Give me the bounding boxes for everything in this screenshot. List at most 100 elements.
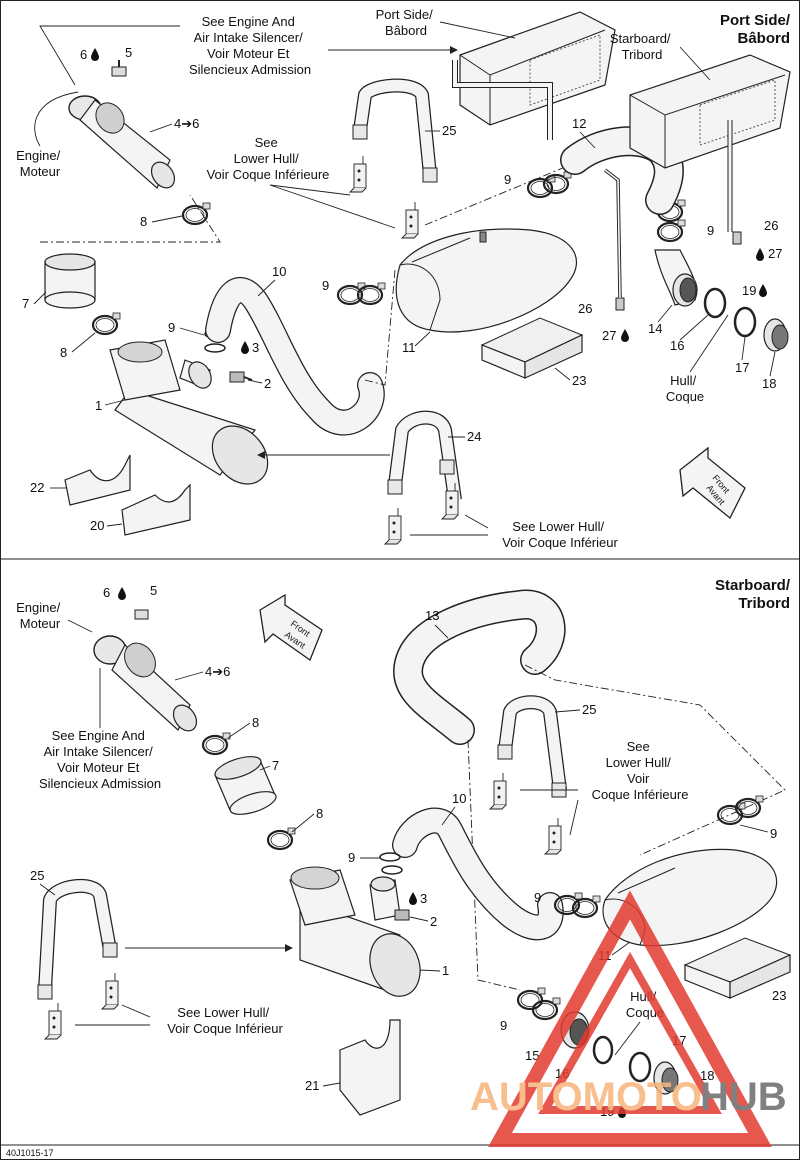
top-callout-7: 7 (22, 296, 29, 311)
top-centerline-3 (424, 164, 571, 226)
part-3-sealant-drop-bottom (409, 892, 417, 905)
bottom-callout-3: 3 (420, 891, 427, 906)
bottom-callout-23: 23 (772, 988, 786, 1003)
bottom-callout-21: 21 (305, 1078, 319, 1093)
part-2-fitting (229, 371, 253, 383)
top-engine-starboard (629, 54, 791, 169)
bottom-callout-2: 2 (430, 914, 437, 929)
bottom-callout-9a: 9 (348, 850, 355, 865)
part-1-muffler-bottom (289, 866, 421, 997)
top-callout-9b: 9 (322, 278, 329, 293)
part-23-foam-block-bottom (683, 937, 792, 999)
top-callout-6: 6 (80, 47, 87, 62)
bottom-callout-8a: 8 (252, 715, 259, 730)
top-see-lower-hull-note-1: See Lower Hull/ Voir Coque Inférieure (207, 135, 330, 182)
top-callout-8b: 8 (60, 345, 67, 360)
part-4-exhaust-outlet (68, 95, 176, 189)
bottom-callout-9b: 9 (534, 890, 541, 905)
bottom-see-lower-hull-leader-1 (520, 789, 579, 836)
bottom-callout-8b: 8 (316, 806, 323, 821)
part-6-sealant-drop (91, 48, 99, 61)
part-18-outlet-nut-bottom (653, 1061, 679, 1095)
top-engine-port (459, 11, 616, 126)
part-1-muffler (109, 339, 269, 485)
part-9-clamp-bottom-e (516, 986, 547, 1011)
part-3-sealant-drop (241, 341, 249, 354)
bottom-callout-10: 10 (452, 791, 466, 806)
top-callout-20: 20 (90, 518, 104, 533)
part-16-gasket-bottom (592, 1035, 614, 1065)
part-16-gasket (703, 287, 727, 319)
top-see-engine-note: See Engine And Air Intake Silencer/ Voir… (189, 14, 311, 77)
watermark-text-2: HUB (700, 1075, 787, 1119)
part-8-clamp-bottom-b (266, 826, 297, 851)
top-callout-14: 14 (648, 321, 662, 336)
top-callout-4: 4➔6 (174, 116, 199, 131)
part-6-sealant-drop-bottom (118, 587, 126, 600)
top-port-side-label: Port Side/ Bâbord (376, 7, 437, 38)
top-centerline-1 (40, 194, 221, 243)
part-20-support (121, 483, 191, 536)
diagram-id: 40J1015-17 (6, 1148, 54, 1158)
top-callout-9a: 9 (168, 320, 175, 335)
part-25-strap-top (352, 78, 438, 183)
top-callout-27b: 27 (768, 246, 782, 261)
bottom-bracket-b (544, 817, 562, 855)
top-callout-22: 22 (30, 480, 44, 495)
part-26-drain-fitting-a (615, 297, 625, 311)
top-front-arrow: Front Avant (679, 446, 746, 520)
top-starboard-label: Starboard/ Tribord (610, 31, 674, 62)
bottom-callout-4: 4➔6 (205, 664, 230, 679)
top-bracket-b (401, 201, 419, 239)
bottom-bracket-d (101, 972, 119, 1010)
bottom-see-engine-note: See Engine And Air Intake Silencer/ Voir… (39, 728, 161, 791)
top-callout-3: 3 (252, 340, 259, 355)
bottom-front-arrow: Front Avant (259, 593, 323, 662)
top-callout-19: 19 (742, 283, 756, 298)
bottom-panel-starboard: Starboard/ Tribord Engine/ Moteur See En… (16, 577, 792, 1119)
top-callout-24: 24 (467, 429, 481, 444)
bottom-callout-13: 13 (425, 608, 439, 623)
bottom-callout-25a: 25 (582, 702, 596, 717)
top-callout-16: 16 (670, 338, 684, 353)
automotohub-watermark: AUTOMOTO HUB (470, 890, 787, 1147)
part-8-clamp-top-a (181, 201, 212, 226)
bottom-heading-line2: Tribord (738, 595, 790, 612)
top-callout-5: 5 (125, 45, 132, 60)
top-callout-10: 10 (272, 264, 286, 279)
part-7-coupling-bottom (214, 756, 277, 815)
top-callout-17: 17 (735, 360, 749, 375)
bottom-bracket-a (489, 772, 507, 810)
part-19-sealant-drop (759, 284, 767, 297)
top-callout-8a: 8 (140, 214, 147, 229)
bottom-see-lower-hull-note-1: See Lower Hull/ Voir Coque Inférieure (592, 739, 689, 802)
top-hull-leader (689, 314, 729, 373)
bottom-callout-7: 7 (272, 758, 279, 773)
top-see-lower-hull-leader-1 (269, 184, 396, 229)
top-heading-line1: Port Side/ (720, 12, 791, 29)
top-callout-9d: 9 (707, 223, 714, 238)
part-25-strap-bottom-mid (497, 695, 567, 798)
part-22-support (64, 454, 131, 506)
top-see-engine-leader (39, 25, 180, 86)
part-11-resonator-top (395, 228, 578, 333)
bottom-callout-6: 6 (103, 585, 110, 600)
part-27-sealant-drop-a (621, 329, 629, 342)
top-bracket-c (384, 507, 402, 545)
watermark-text-1: AUTOMOTO (470, 1075, 702, 1119)
top-see-lower-hull-leader-2 (410, 514, 489, 536)
top-engine-arrow (34, 91, 79, 147)
part-25-strap-bottom-left (37, 878, 118, 1000)
top-centerline-2 (364, 269, 396, 386)
bottom-callout-9d: 9 (500, 1018, 507, 1033)
top-callout-26b: 26 (764, 218, 778, 233)
bottom-centerline-2 (467, 739, 521, 991)
part-5-bolt-bottom (134, 609, 149, 620)
bottom-see-lower-hull-leader-2 (75, 1004, 151, 1026)
top-heading-line2: Bâbord (738, 30, 791, 47)
part-14-outlet-elbow (654, 249, 698, 307)
bottom-engine-leader (67, 619, 93, 633)
top-callout-1: 1 (95, 398, 102, 413)
top-callout-26a: 26 (578, 301, 592, 316)
